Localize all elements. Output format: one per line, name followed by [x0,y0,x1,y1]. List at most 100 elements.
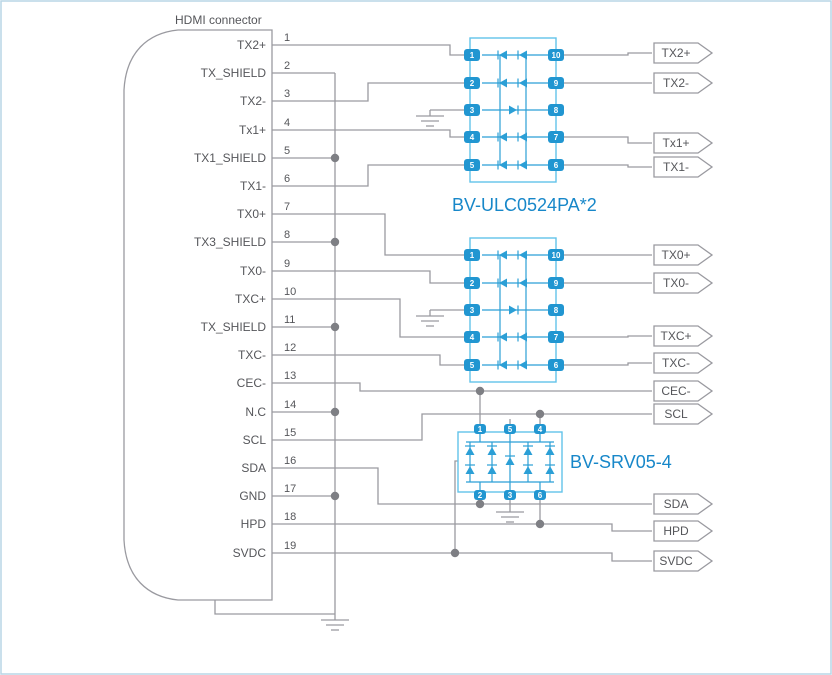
output-tags: TX2+ TX2- Tx1+ TX1- TX0+ TX0- TXC+ TXC- … [653,42,714,572]
output-tag: TX2+ [653,42,714,64]
svg-text:3: 3 [470,306,475,315]
svg-text:1: 1 [284,32,290,44]
svg-text:6: 6 [554,161,559,170]
svg-text:GND: GND [239,489,266,503]
output-tag: TX2- [653,72,714,94]
svg-text:TX0+: TX0+ [661,248,690,262]
svg-text:1: 1 [470,51,475,60]
svg-text:13: 13 [284,370,296,382]
svg-text:TX2-: TX2- [663,76,689,90]
svg-text:9: 9 [554,79,559,88]
svg-text:2: 2 [284,60,290,72]
output-tag: CEC- [653,380,714,402]
svg-text:SVDC: SVDC [659,554,693,568]
svg-text:TX_SHIELD: TX_SHIELD [201,66,267,80]
output-tag: TX0+ [653,244,714,266]
svg-text:10: 10 [284,286,296,298]
connector-ground-stub [214,600,335,615]
svg-text:HPD: HPD [663,524,689,538]
svg-text:TX2+: TX2+ [237,38,266,52]
output-tag: TX1- [653,156,714,178]
svg-text:TX3_SHIELD: TX3_SHIELD [194,235,266,249]
svg-text:5: 5 [470,161,475,170]
svg-text:12: 12 [284,342,296,354]
ic-ulc0524pa-2: 1 2 3 4 5 10 9 8 7 6 [464,237,564,383]
svg-text:3: 3 [470,106,475,115]
pin-row-2: 2TX_SHIELD [201,60,335,80]
svg-text:8: 8 [284,229,290,241]
svg-text:19: 19 [284,540,296,552]
output-tag: SDA [653,493,714,515]
svg-text:4: 4 [538,425,543,434]
svg-text:4: 4 [470,333,475,342]
svg-text:5: 5 [470,361,475,370]
ic-ulc-label: BV-ULC0524PA*2 [452,195,597,215]
output-tag: TXC- [653,352,714,374]
svg-text:6: 6 [538,491,543,500]
output-tag: TX0- [653,272,714,294]
svg-text:7: 7 [554,133,559,142]
output-tag: Tx1+ [653,132,714,154]
svg-text:9: 9 [554,279,559,288]
svg-text:TX1-: TX1- [663,160,689,174]
svg-text:3: 3 [284,88,290,100]
svg-text:SCL: SCL [243,433,267,447]
ic-srv-label: BV-SRV05-4 [570,452,672,472]
output-tag: HPD [653,520,714,542]
svg-text:TX0+: TX0+ [237,207,266,221]
svg-text:3: 3 [508,491,513,500]
svg-text:1: 1 [478,425,483,434]
svg-text:TX1_SHIELD: TX1_SHIELD [194,151,266,165]
svg-text:SCL: SCL [664,407,688,421]
svg-text:TXC+: TXC+ [235,292,266,306]
junction-dots [330,153,545,558]
svg-text:SDA: SDA [241,461,266,475]
svg-text:CEC-: CEC- [661,384,690,398]
ic-ulc0524pa-1: 1 2 3 4 5 10 9 8 7 6 [464,37,564,183]
svg-text:TX0-: TX0- [663,276,689,290]
svg-text:4: 4 [470,133,475,142]
output-tag: SVDC [653,550,714,572]
svg-text:7: 7 [554,333,559,342]
svg-text:11: 11 [284,314,295,326]
svg-text:TXC-: TXC- [238,348,266,362]
svg-text:SDA: SDA [664,497,689,511]
svg-text:4: 4 [284,117,290,129]
svg-text:TX2-: TX2- [240,94,266,108]
svg-text:9: 9 [284,258,290,270]
svg-text:1: 1 [470,251,475,260]
svg-text:SVDC: SVDC [233,546,267,560]
output-tag: SCL [653,403,714,425]
svg-text:TX1-: TX1- [240,179,266,193]
svg-text:Tx1+: Tx1+ [239,123,266,137]
svg-text:17: 17 [284,483,296,495]
svg-text:7: 7 [284,201,290,213]
ic1-output-wires [564,52,652,168]
svg-text:15: 15 [284,427,296,439]
svg-text:TXC+: TXC+ [660,329,691,343]
svg-text:Tx1+: Tx1+ [662,136,689,150]
svg-text:2: 2 [478,491,483,500]
svg-text:5: 5 [508,425,513,434]
svg-text:TX_SHIELD: TX_SHIELD [201,320,267,334]
svg-text:TXC-: TXC- [662,356,690,370]
svg-text:2: 2 [470,79,475,88]
svg-text:18: 18 [284,511,296,523]
svg-text:10: 10 [552,51,561,60]
svg-text:16: 16 [284,455,296,467]
